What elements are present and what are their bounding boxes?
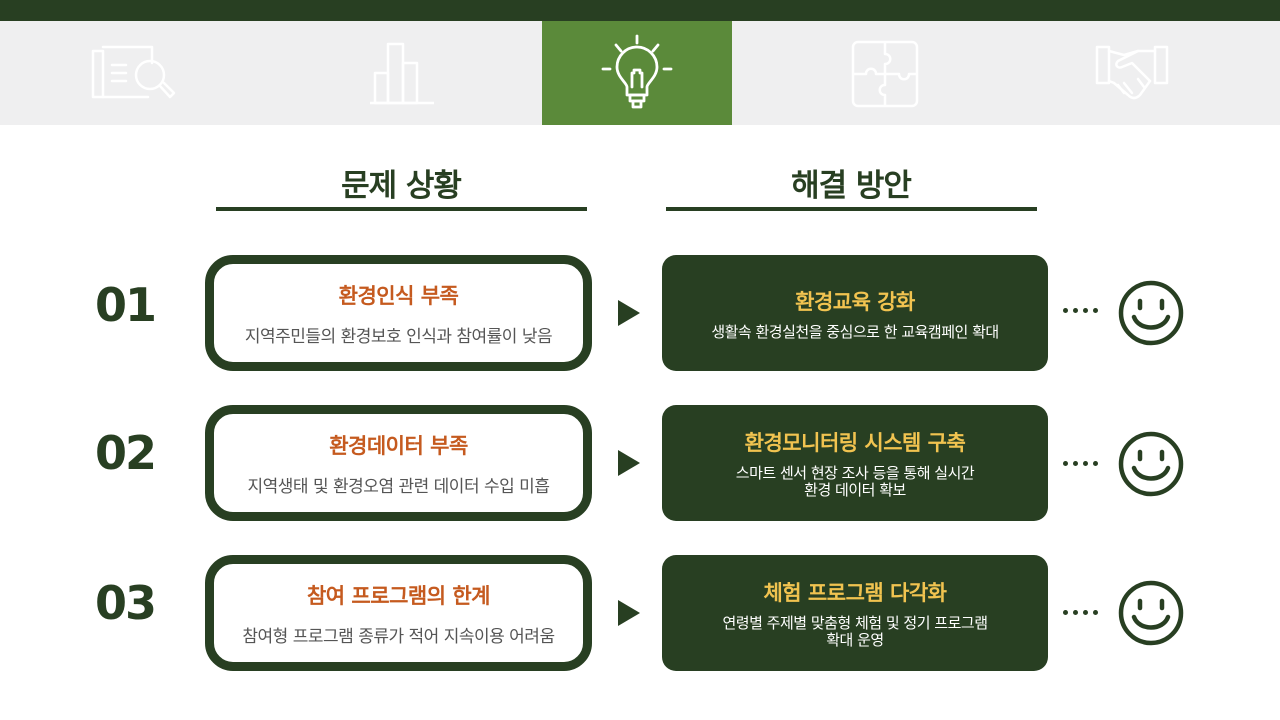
tab-partnership[interactable] [1094,41,1170,105]
problem-title: 참여 프로그램의 한계 [306,583,491,608]
dotted-connector [1063,461,1098,466]
solution-title-rule [666,207,1037,211]
solution-title: 체험 프로그램 다각화 [763,581,947,605]
problem-card: 환경데이터 부족 지역생태 및 환경오염 관련 데이터 수입 미흡 [205,405,592,521]
problem-column-title: 문제 상황 [341,168,462,204]
tab-solution-active[interactable] [542,21,732,125]
top-bar [0,0,1280,21]
smiley-icon [1118,280,1184,346]
problem-title: 환경데이터 부족 [329,433,468,458]
lightbulb-icon [601,34,673,109]
tab-research[interactable] [90,41,176,103]
row-number: 02 [95,426,157,480]
row-number: 03 [95,576,157,630]
problem-description: 참여형 프로그램 종류가 적어 지속이용 어려움 [242,626,555,647]
row-number: 01 [95,278,157,332]
tab-group-left [0,21,542,125]
solution-card: 체험 프로그램 다각화 연령별 주제별 맞춤형 체험 및 정기 프로그램 확대 … [662,555,1048,671]
arrow-right-icon [618,450,640,476]
problem-title: 환경인식 부족 [338,283,459,308]
arrow-right-icon [618,300,640,326]
tab-chart[interactable] [368,41,438,105]
problem-card: 참여 프로그램의 한계 참여형 프로그램 종류가 적어 지속이용 어려움 [205,555,592,671]
arrow-right-icon [618,600,640,626]
bar-chart-icon [370,42,434,105]
dotted-connector [1063,610,1098,615]
problem-description: 지역생태 및 환경오염 관련 데이터 수입 미흡 [247,476,550,497]
problem-description: 지역주민들의 환경보호 인식과 참여률이 낮음 [244,326,553,347]
solution-card: 환경모니터링 시스템 구축 스마트 센서 현장 조사 등을 통해 실시간 환경 … [662,405,1048,521]
solution-column-title: 해결 방안 [791,168,912,204]
solution-description: 생활속 환경실천을 중심으로 한 교육캠페인 확대 [711,322,999,341]
smiley-icon [1118,580,1184,646]
solution-title: 환경교육 강화 [795,289,915,314]
problem-title-rule [216,207,587,211]
tab-puzzle[interactable] [850,39,920,109]
solution-description: 스마트 센서 현장 조사 등을 통해 실시간 환경 데이터 확보 [735,464,975,499]
puzzle-icon [851,40,919,108]
dotted-connector [1063,308,1098,313]
tab-group-right [732,21,1280,125]
problem-card: 환경인식 부족 지역주민들의 환경보호 인식과 참여률이 낮음 [205,255,592,371]
solution-card: 환경교육 강화 생활속 환경실천을 중심으로 한 교육캠페인 확대 [662,255,1048,371]
handshake-icon [1095,45,1169,100]
solution-title: 환경모니터링 시스템 구축 [744,431,966,455]
solution-description: 연령별 주제별 맞춤형 체험 및 정기 프로그램 확대 운영 [722,614,988,649]
document-search-icon [91,45,176,99]
smiley-icon [1118,431,1184,497]
icon-tab-band [0,21,1280,125]
